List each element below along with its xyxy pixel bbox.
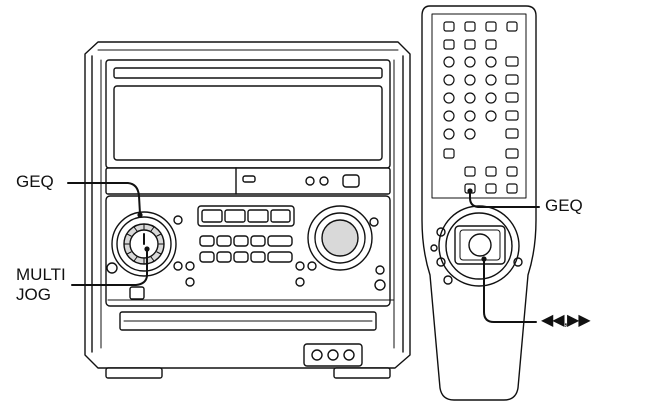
leader-geq-left	[67, 182, 141, 215]
leader-geq-remote	[469, 191, 540, 208]
left-knob-c[interactable]	[173, 261, 183, 271]
remote-control	[421, 5, 537, 401]
center-knob-a[interactable]	[295, 261, 305, 271]
right-knob-a[interactable]	[369, 217, 379, 227]
disc-tray-strip	[105, 167, 391, 195]
remote-nav-ring	[430, 205, 523, 287]
center-knob-b[interactable]	[295, 277, 305, 287]
leader-skip	[483, 259, 537, 323]
leader-lines	[67, 182, 540, 323]
left-knob-a[interactable]	[106, 262, 118, 274]
center-button-matrix	[197, 205, 295, 263]
tray-button-3[interactable]	[342, 174, 360, 188]
remote-button-grid	[443, 21, 519, 194]
remote-center-button[interactable]	[468, 233, 492, 257]
leader-multi-jog	[71, 249, 148, 286]
tray-button-2[interactable]	[319, 176, 329, 186]
left-knob-d[interactable]	[185, 261, 195, 271]
right-knob-c[interactable]	[375, 265, 385, 275]
label-multi-jog: MULTI JOG	[16, 265, 66, 305]
label-skip-buttons: ◀◀,▶▶	[541, 312, 591, 329]
foot-left	[105, 367, 163, 379]
remote-outline	[421, 5, 537, 401]
tray-button-1[interactable]	[305, 176, 315, 186]
volume-dial[interactable]	[307, 205, 373, 271]
left-knob-e[interactable]	[185, 277, 195, 287]
foot-right	[333, 367, 391, 379]
top-bay	[105, 59, 391, 169]
power-indicator[interactable]	[129, 286, 145, 300]
label-geq-left: GEQ	[16, 172, 54, 191]
left-knob-b[interactable]	[173, 215, 183, 225]
main-unit	[84, 41, 411, 379]
front-jacks	[303, 343, 363, 367]
right-knob-d[interactable]	[374, 279, 386, 291]
right-knob-b[interactable]	[307, 261, 317, 271]
label-geq-remote: GEQ	[545, 196, 583, 215]
tray-slot	[242, 175, 256, 183]
label-multi-jog-line1: MULTI	[16, 265, 66, 284]
label-multi-jog-line2: JOG	[16, 285, 51, 304]
skip-buttons-frame	[454, 225, 506, 265]
multi-jog-dial[interactable]	[111, 211, 177, 277]
